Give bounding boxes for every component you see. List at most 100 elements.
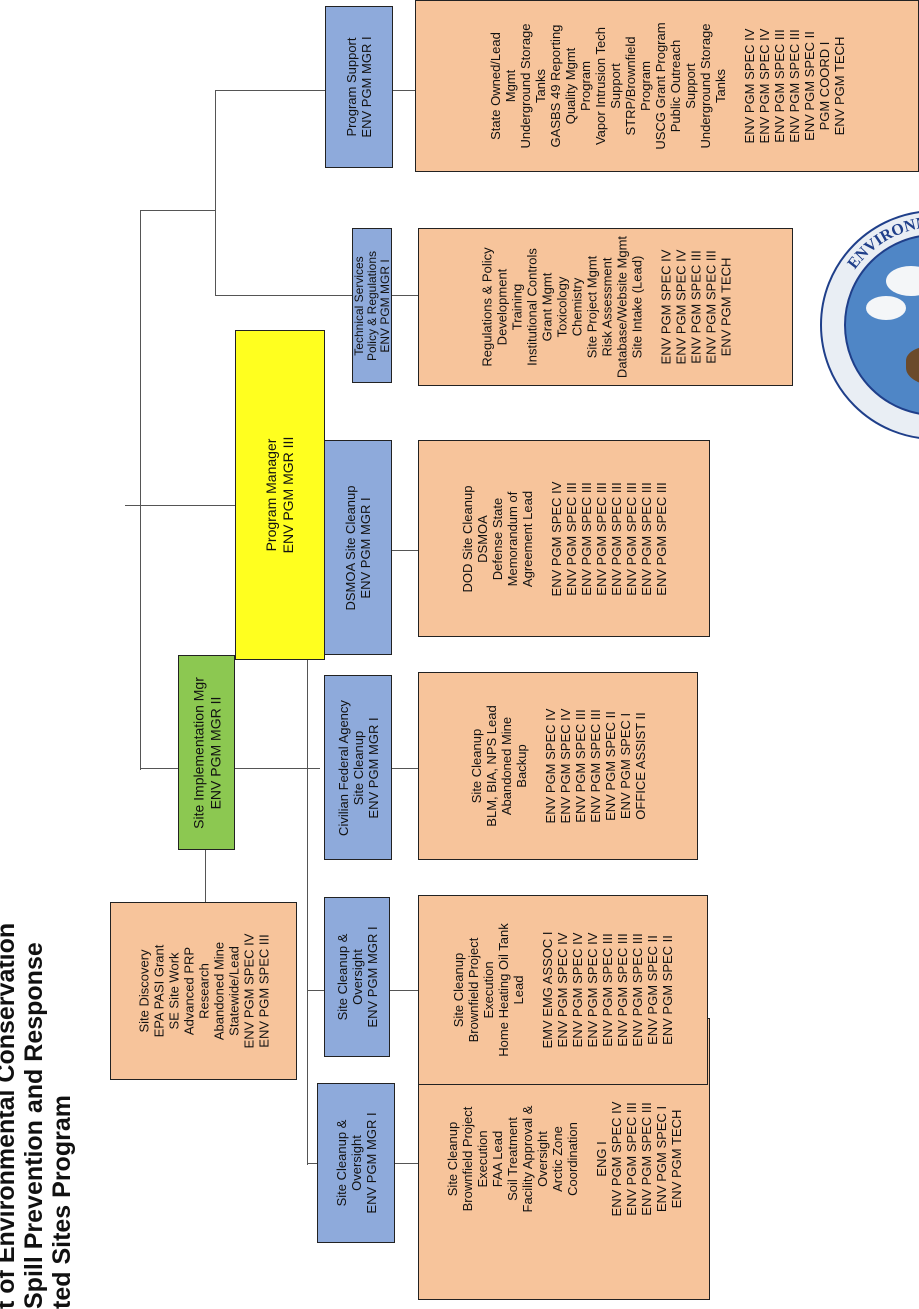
site-impl-mgr-box: Site Implementation Mgr ENV PGM MGR II <box>178 655 235 850</box>
duty-line: Quality Mgmt <box>562 47 578 125</box>
staff-line: ENV PGM SPEC I <box>653 1105 669 1213</box>
duty-line: Vapor Intrusion Tech <box>592 26 608 146</box>
staff-line: OFFICE ASSIST II <box>632 712 648 820</box>
site-discovery-line: EPA PASI Grant <box>151 944 166 1038</box>
staff-line: ENV PGM SPEC III <box>653 481 669 596</box>
staff-line: ENG I <box>593 1141 609 1177</box>
unit-header-line: ENV PGM MGR I <box>358 496 373 599</box>
unit-header-line: ENV PGM MGR I <box>364 926 380 1028</box>
duty-line: Lead <box>511 975 526 1005</box>
duty-line: Regulations & Policy <box>478 247 494 367</box>
site-discovery-line: Abandoned Mine <box>211 941 226 1041</box>
staff-line: ENV PGM SPEC IV <box>657 249 673 365</box>
duty-line: Site Project Mgmt <box>583 255 599 359</box>
unit-header-line: Site Cleanup & <box>333 1119 349 1207</box>
title-line-1: t of Environmental Conservation <box>0 922 20 1309</box>
connector <box>140 210 141 770</box>
duty-line: Execution <box>481 961 496 1019</box>
duty-line: GASBS 49 Reporting <box>547 24 563 148</box>
connector <box>215 90 325 91</box>
site-discovery-line: SE Site Work <box>166 952 181 1030</box>
staff-line: ENV PGM SPEC III <box>623 481 639 596</box>
unit-header-line: Oversight <box>349 949 365 1005</box>
site-discovery-line: Site Discovery <box>136 949 151 1033</box>
duty-line: Institutional Controls <box>523 248 539 366</box>
staff-line: ENV PGM TECH <box>831 36 847 136</box>
unit-header-box: Technical Services Policy & Regulations … <box>352 228 392 383</box>
duty-line: BLM, BIA, NPS Lead <box>483 705 499 827</box>
staff-line: ENV PGM SPEC IV <box>585 932 600 1048</box>
duty-line: Execution <box>474 1130 490 1188</box>
site-discovery-line: ENV PGM SPEC IV <box>241 933 256 1049</box>
site-impl-mgr-title: Site Implementation Mgr <box>189 676 206 829</box>
duty-line: USCG Grant Program <box>652 22 668 150</box>
staff-line: ENV PGM SPEC IV <box>555 932 570 1048</box>
staff-line: ENV PGM SPEC III <box>771 29 787 143</box>
site-discovery-line: Research <box>196 963 211 1019</box>
title-line-3: ted Sites Program <box>48 1095 76 1309</box>
duty-line: Site Cleanup <box>451 952 466 1028</box>
unit-header-line: Civilian Federal Agency <box>335 699 351 836</box>
staff-line: ENV PGM SPEC II <box>645 935 660 1045</box>
duty-line: Support <box>607 63 623 109</box>
unit-header-box: Site Cleanup & Oversight ENV PGM MGR I <box>317 1083 395 1243</box>
duty-line: FAA Lead <box>489 1130 505 1188</box>
duty-line: Defense State <box>489 497 505 580</box>
unit-detail-box: Site Cleanup BLM, BIA, NPS Lead Abandone… <box>418 672 698 860</box>
staff-line: ENV PGM TECH <box>668 1109 684 1209</box>
staff-line: ENV PGM SPEC IV <box>542 708 558 824</box>
duty-line: Memorandum of <box>504 491 520 586</box>
staff-line: ENV PGM SPEC III <box>687 250 703 364</box>
duty-line: Agreement Lead <box>519 490 535 587</box>
unit-detail-box: State Owned/Lead Mgmt Underground Storag… <box>415 0 919 172</box>
duty-line: Public Outreach <box>667 39 683 133</box>
staff-line: ENV PGM SPEC III <box>630 933 645 1047</box>
unit-header-line: ENV PGM MGR I <box>365 716 381 819</box>
duty-line: Facility Approval & <box>519 1105 535 1213</box>
unit-header-line: Technical Services <box>352 255 366 356</box>
staff-line: ENV PGM SPEC III <box>638 1102 654 1216</box>
connector <box>390 990 418 991</box>
connector <box>395 1163 418 1164</box>
unit-header-line: Site Cleanup <box>350 730 366 805</box>
duty-line: Brownfield Project <box>459 1106 475 1212</box>
duty-line: Database/Website Mgmt <box>613 235 629 379</box>
duty-line: Brownfield Project <box>466 937 481 1043</box>
staff-line: ENV PGM SPEC III <box>638 481 654 596</box>
duty-line: Chemistry <box>568 277 584 337</box>
duty-line: Site Cleanup <box>468 728 484 804</box>
svg-text:ENVIRONMENTAL CONS: ENVIRONMENTAL CONS <box>845 214 919 272</box>
unit-detail-box: DOD Site Cleanup DSMOA Defense State Mem… <box>418 440 710 637</box>
department-seal-logo: ENVIRONMENTAL CONS <box>820 210 919 440</box>
unit-header-line: ENV PGM MGR I <box>377 258 392 353</box>
site-discovery-line: Advanced PRP <box>181 946 196 1036</box>
staff-line: ENV PGM TECH <box>717 257 733 357</box>
unit-header-line: Program Support <box>344 37 359 137</box>
connector <box>307 1163 317 1164</box>
staff-line: ENV PGM SPEC III <box>623 1102 639 1216</box>
connector <box>215 295 355 296</box>
staff-line: ENV PGM SPEC II <box>660 935 675 1045</box>
duty-line: Home Heating Oil Tank <box>496 923 511 1057</box>
duty-line: Underground Storage <box>697 23 713 149</box>
program-manager-title: Program Manager <box>263 438 279 552</box>
duty-line: Oversight <box>534 1131 550 1187</box>
staff-line: ENV PGM SPEC III <box>702 250 718 364</box>
staff-line: PGM COORD I <box>816 41 832 131</box>
staff-line: ENV PGM SPEC III <box>572 709 588 823</box>
connector <box>235 768 320 769</box>
staff-line: ENV PGM SPEC III <box>600 933 615 1047</box>
staff-line: ENV PGM SPEC IV <box>608 1101 624 1217</box>
staff-line: ENV PGM SPEC III <box>615 933 630 1047</box>
duty-line: Development <box>493 268 509 346</box>
staff-line: ENV PGM SPEC III <box>593 481 609 596</box>
staff-line: ENV PGM SPEC IV <box>672 249 688 365</box>
connector <box>205 850 206 902</box>
site-discovery-line: ENV PGM SPEC III <box>256 934 271 1048</box>
connector <box>392 550 418 551</box>
duty-line: Mgmt <box>502 69 518 103</box>
unit-header-box: Civilian Federal Agency Site Cleanup ENV… <box>324 675 392 860</box>
program-manager-grade: ENV PGM MGR III <box>280 436 296 554</box>
staff-line: ENV PGM SPEC IV <box>570 932 585 1048</box>
